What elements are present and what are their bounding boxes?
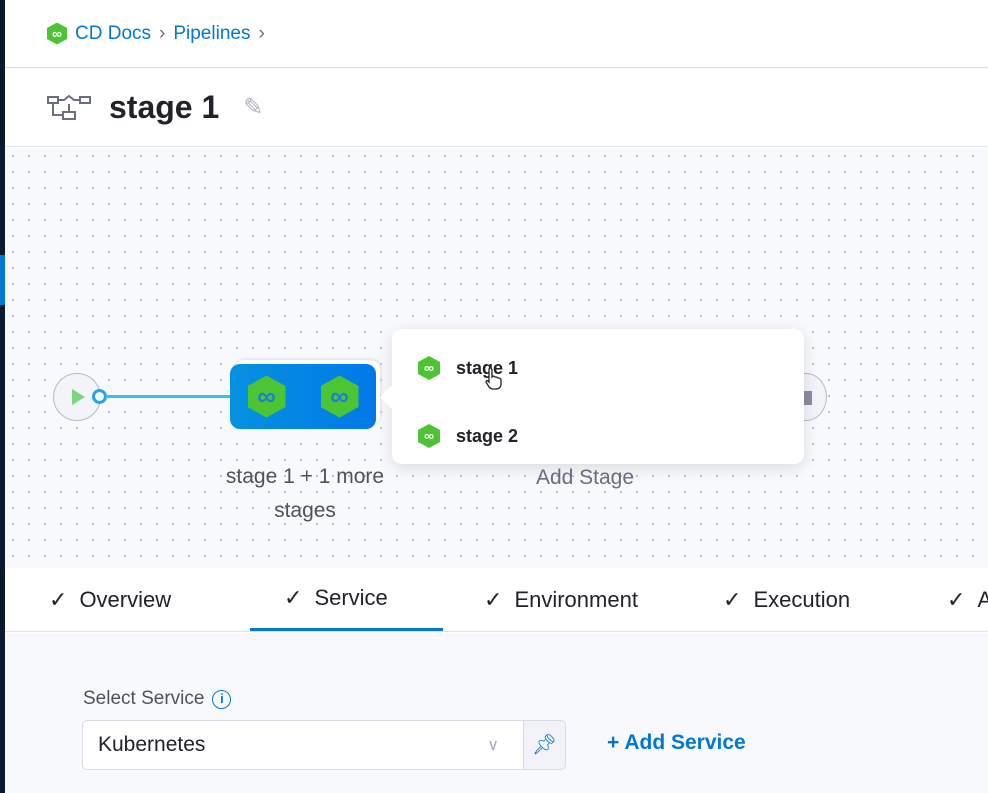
check-icon: ✓ — [284, 585, 303, 610]
info-icon[interactable]: i — [212, 689, 232, 709]
pin-icon[interactable]: 📌︎ — [524, 720, 566, 770]
service-panel: Select Service i Kubernetes ∨ 📌︎ + Add Ser… — [5, 633, 988, 793]
breadcrumb: CD Docs › Pipelines › — [5, 0, 988, 68]
tab-label: Overview — [79, 586, 172, 612]
tab-label: Service — [314, 585, 388, 610]
deploy-stage-icon — [418, 424, 440, 448]
cd-module-icon — [47, 22, 67, 45]
chevron-right-icon: › — [258, 22, 265, 44]
tab-label: Execution — [753, 586, 851, 612]
stage-name: stage 2 — [456, 425, 519, 446]
service-select[interactable]: Kubernetes ∨ — [82, 720, 524, 770]
check-icon: ✓ — [723, 586, 742, 612]
connector-line — [106, 395, 231, 398]
button-label: Add Service — [624, 731, 746, 754]
tab-service[interactable]: ✓ Service — [250, 568, 443, 631]
tab-label: A — [977, 586, 988, 612]
stage-name: stage 1 — [456, 357, 519, 378]
check-icon: ✓ — [49, 586, 68, 612]
add-stage-button[interactable]: Add Stage — [535, 466, 635, 489]
stage-group-label: stage 1 + 1 more stages — [225, 465, 385, 522]
tab-environment[interactable]: ✓ Environment — [484, 568, 638, 631]
left-nav-bar — [0, 0, 5, 793]
edit-pencil-icon[interactable]: ✎ — [243, 94, 264, 121]
popover-stage-item[interactable]: stage 1 — [392, 349, 804, 387]
tab-label: Environment — [514, 586, 638, 612]
deploy-stage-icon — [247, 375, 286, 418]
check-icon: ✓ — [484, 586, 503, 612]
page-title: stage 1 — [109, 89, 220, 125]
popover-stage-item[interactable]: stage 2 — [392, 407, 804, 465]
chevron-right-icon: › — [159, 22, 166, 44]
plus-icon: + — [607, 731, 620, 754]
label-text: Select Service — [83, 688, 205, 709]
breadcrumb-cd-docs[interactable]: CD Docs — [75, 22, 152, 44]
breadcrumb-pipelines[interactable]: Pipelines — [173, 22, 251, 44]
tab-overview[interactable]: ✓ Overview — [49, 568, 171, 631]
check-icon: ✓ — [947, 586, 966, 612]
deploy-stage-icon — [418, 356, 440, 380]
select-service-label: Select Service i — [83, 688, 232, 710]
left-nav-active-indicator — [0, 255, 5, 305]
tab-advanced[interactable]: ✓A — [947, 568, 988, 631]
add-service-button[interactable]: + Add Service — [607, 731, 746, 755]
selected-value: Kubernetes — [98, 733, 206, 756]
stage-header: stage 1 ✎ — [5, 69, 988, 147]
stage-group-node[interactable] — [230, 364, 376, 429]
deploy-stage-icon — [320, 375, 359, 418]
stage-tabs: ✓ Overview ✓ Service ✓ Environment ✓ Executi… — [5, 568, 988, 632]
hand-cursor-icon — [485, 367, 502, 390]
stage-group-popover: stage 1 stage 2 — [380, 329, 804, 465]
tab-execution[interactable]: ✓ Execution — [723, 568, 850, 631]
chevron-down-icon: ∨ — [487, 737, 499, 754]
pipeline-stage-icon — [47, 94, 91, 120]
connector-port — [92, 389, 107, 404]
